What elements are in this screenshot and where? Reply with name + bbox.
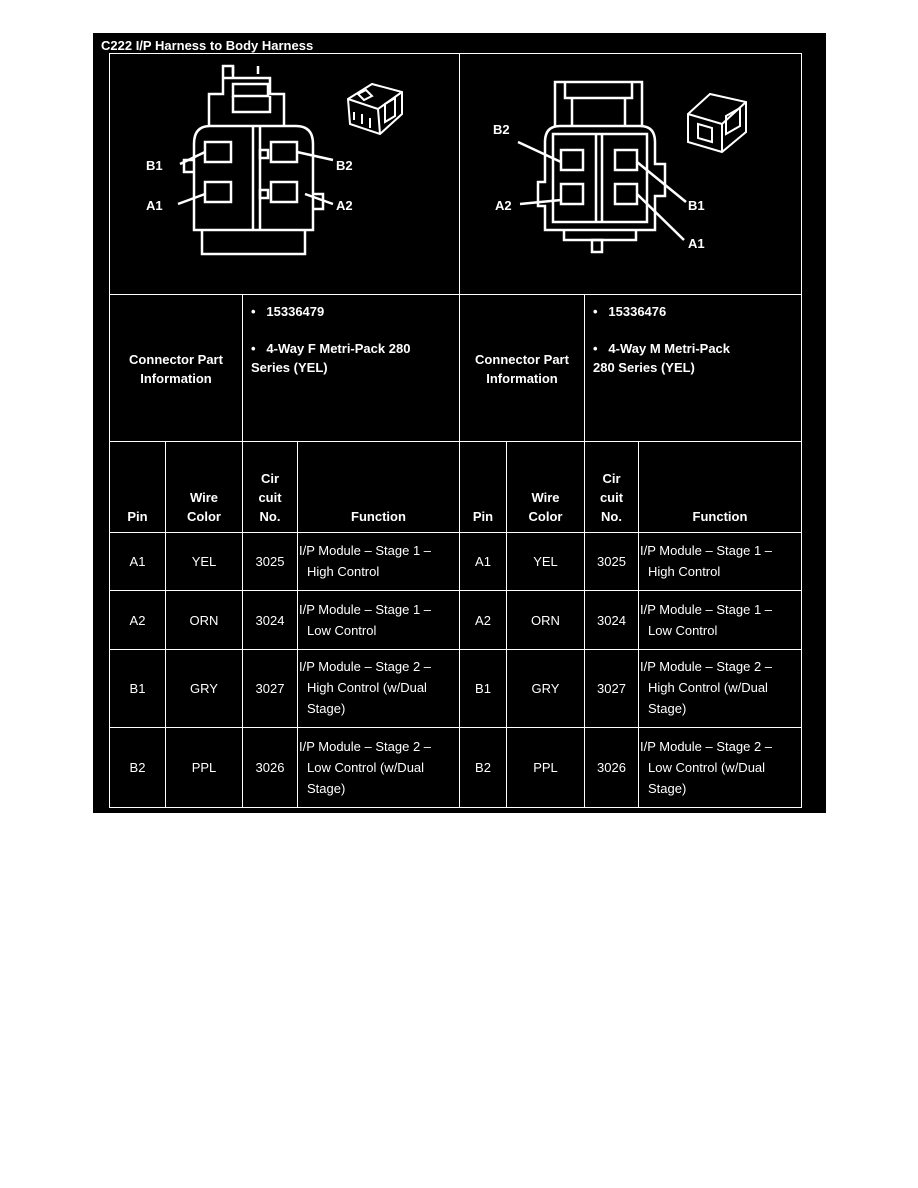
divider xyxy=(297,441,298,807)
connector-table: B1 B2 A1 A2 xyxy=(109,53,802,808)
pin-label: B1 xyxy=(146,158,163,173)
divider xyxy=(584,441,585,807)
pin-label: A1 xyxy=(688,236,705,251)
header-circuit: Cir cuit No. xyxy=(599,471,624,524)
divider xyxy=(110,590,801,591)
function-cell: I/P Module – Stage 1 – Low Control xyxy=(640,602,773,638)
divider xyxy=(110,532,801,533)
divider xyxy=(110,727,801,728)
function-cell: I/P Module – Stage 2 – Low Control (w/Du… xyxy=(640,739,773,796)
pin-label: B2 xyxy=(493,122,510,137)
pin-cell: A1 xyxy=(475,554,491,569)
divider xyxy=(110,441,801,442)
circuit-cell: 3026 xyxy=(597,760,626,775)
pin-cell: B1 xyxy=(129,681,146,696)
function-cell: I/P Module – Stage 2 – High Control (w/D… xyxy=(640,659,773,716)
function-cell: I/P Module – Stage 1 – Low Control xyxy=(299,602,432,638)
part-number: • 15336479 xyxy=(251,304,325,319)
connector-frame: C222 I/P Harness to Body Harness xyxy=(93,33,826,813)
pin-label: B1 xyxy=(688,198,705,213)
pin-label: B2 xyxy=(336,158,353,173)
connector-face-svg: B1 B2 A1 A2 xyxy=(146,64,403,256)
wire-color-cell: GRY xyxy=(531,681,560,696)
wire-color-cell: YEL xyxy=(191,554,217,569)
pin-label: A2 xyxy=(495,198,512,213)
connector-info-label: Connector Part Information xyxy=(475,352,569,386)
pin-label: A2 xyxy=(336,198,353,213)
pin-cell: A1 xyxy=(129,554,146,569)
circuit-cell: 3024 xyxy=(255,612,285,628)
divider xyxy=(506,441,507,807)
connector-info-label: Connector Part Information xyxy=(129,352,223,386)
divider xyxy=(110,649,801,650)
part-description: • 4-Way M Metri-Pack xyxy=(593,341,731,356)
female-connector-diagram: B1 B2 A1 A2 xyxy=(110,54,459,294)
page-title: C222 I/P Harness to Body Harness xyxy=(101,38,314,53)
wire-color-cell: GRY xyxy=(190,681,218,696)
divider xyxy=(242,441,243,807)
wire-color-cell: ORN xyxy=(531,612,560,628)
divider xyxy=(110,294,801,295)
header-function: Function xyxy=(351,509,406,524)
connector-part-details: • 15336479 • 4-Way F Metri-Pack 280 Seri… xyxy=(251,304,411,375)
header-pin: Pin xyxy=(127,509,148,524)
divider xyxy=(638,441,639,807)
part-description: • 4-Way F Metri-Pack 280 xyxy=(251,341,411,356)
divider xyxy=(165,441,166,807)
pin-cell: A2 xyxy=(129,612,146,628)
circuit-cell: 3026 xyxy=(255,760,285,775)
circuit-cell: 3027 xyxy=(255,681,285,696)
pin-cell: B2 xyxy=(129,760,146,775)
pin-cell: A2 xyxy=(475,612,491,628)
function-cell: I/P Module – Stage 1 – High Control xyxy=(299,543,432,579)
header-circuit: Cir cuit No. xyxy=(258,471,282,524)
pin-cell: B2 xyxy=(475,760,491,775)
circuit-cell: 3027 xyxy=(597,681,626,696)
header-wire-color: Wire Color xyxy=(187,490,221,524)
circuit-cell: 3025 xyxy=(597,554,626,569)
wire-color-cell: PPL xyxy=(533,760,558,775)
male-connector-diagram: B2 A2 B1 A1 xyxy=(460,54,802,294)
wire-color-cell: ORN xyxy=(189,612,219,628)
wire-color-cell: PPL xyxy=(191,760,217,775)
circuit-cell: 3024 xyxy=(597,612,626,628)
connector-part-details: • 15336476 • 4-Way M Metri-Pack 280 Seri… xyxy=(593,304,731,375)
connector-face-svg: B2 A2 B1 A1 xyxy=(493,80,747,254)
divider xyxy=(459,54,460,807)
pin-cell: B1 xyxy=(475,681,491,696)
circuit-cell: 3025 xyxy=(255,554,285,569)
function-cell: I/P Module – Stage 2 – High Control (w/D… xyxy=(299,659,432,716)
header-function: Function xyxy=(692,509,748,524)
function-cell: I/P Module – Stage 2 – Low Control (w/Du… xyxy=(299,739,432,796)
divider xyxy=(584,294,585,442)
pin-label: A1 xyxy=(146,198,163,213)
divider xyxy=(242,294,243,442)
function-cell: I/P Module – Stage 1 – High Control xyxy=(640,543,773,579)
wire-color-cell: YEL xyxy=(533,554,558,569)
header-wire-color: Wire Color xyxy=(528,490,563,524)
part-number: • 15336476 xyxy=(593,304,667,319)
header-pin: Pin xyxy=(472,509,494,524)
